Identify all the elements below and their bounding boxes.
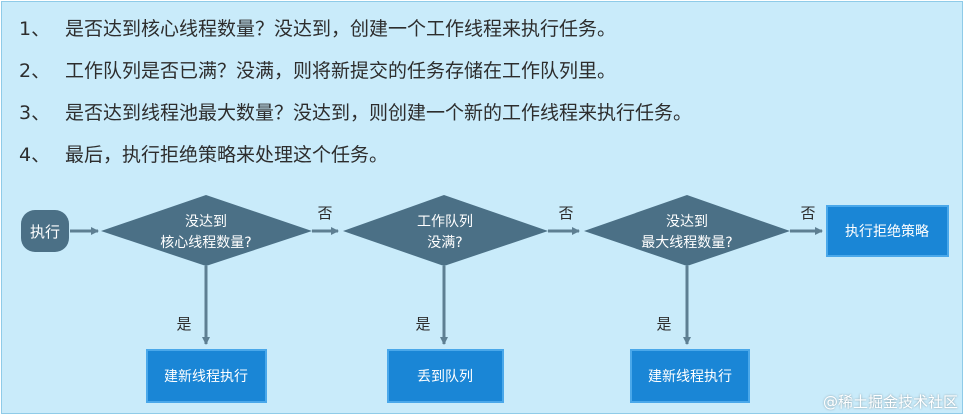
action-box-1-label: 建新线程执行 (164, 369, 248, 385)
steps-list: 1、是否达到核心线程数量？没达到，创建一个工作线程来执行任务。 2、工作队列是否… (19, 8, 692, 176)
step-text: 工作队列是否已满？没满，则将新提交的任务存储在工作队列里。 (65, 60, 617, 82)
action-box-3 (630, 349, 750, 403)
action-box-1 (146, 349, 267, 403)
step-text: 最后，执行拒绝策略来处理这个任务。 (65, 144, 389, 166)
step-number: 2、 (19, 60, 51, 82)
no-label-2: 否 (558, 204, 573, 222)
step-number: 4、 (19, 144, 51, 166)
step-4: 4、最后，执行拒绝策略来处理这个任务。 (19, 134, 692, 176)
step-3: 3、是否达到线程池最大数量？没达到，则创建一个新的工作线程来执行任务。 (19, 92, 692, 134)
no-label-1: 否 (317, 204, 332, 222)
yes-label-1: 是 (176, 315, 191, 333)
decision-3-line1: 没达到 (666, 214, 708, 230)
step-1: 1、是否达到核心线程数量？没达到，创建一个工作线程来执行任务。 (19, 8, 692, 50)
decision-3-diamond (584, 195, 790, 266)
no-label-3: 否 (800, 204, 815, 222)
decision-2-line2: 没满? (427, 235, 462, 251)
step-number: 3、 (19, 102, 51, 124)
watermark: @稀土掘金技术社区 (822, 393, 958, 411)
reject-box-label: 执行拒绝策略 (845, 223, 929, 240)
decision-1-line1: 没达到 (185, 214, 227, 230)
action-box-2 (387, 349, 504, 403)
decision-1-line2: 核心线程数量? (160, 235, 251, 251)
decision-1-diamond (101, 195, 312, 266)
step-2: 2、工作队列是否已满？没满，则将新提交的任务存储在工作队列里。 (19, 50, 692, 92)
step-text: 是否达到线程池最大数量？没达到，则创建一个新的工作线程来执行任务。 (65, 102, 693, 124)
decision-3-line2: 最大线程数量? (641, 235, 732, 251)
start-node-label: 执行 (30, 223, 60, 241)
yes-label-2: 是 (415, 315, 430, 333)
yes-label-3: 是 (656, 315, 671, 333)
step-text: 是否达到核心线程数量？没达到，创建一个工作线程来执行任务。 (65, 18, 617, 40)
step-number: 1、 (19, 18, 51, 40)
start-node (21, 210, 69, 252)
decision-2-line1: 工作队列 (417, 214, 473, 230)
action-box-3-label: 建新线程执行 (648, 369, 732, 385)
decision-2-diamond (343, 195, 548, 266)
reject-box (826, 205, 949, 257)
action-box-2-label: 丢到队列 (417, 369, 473, 385)
